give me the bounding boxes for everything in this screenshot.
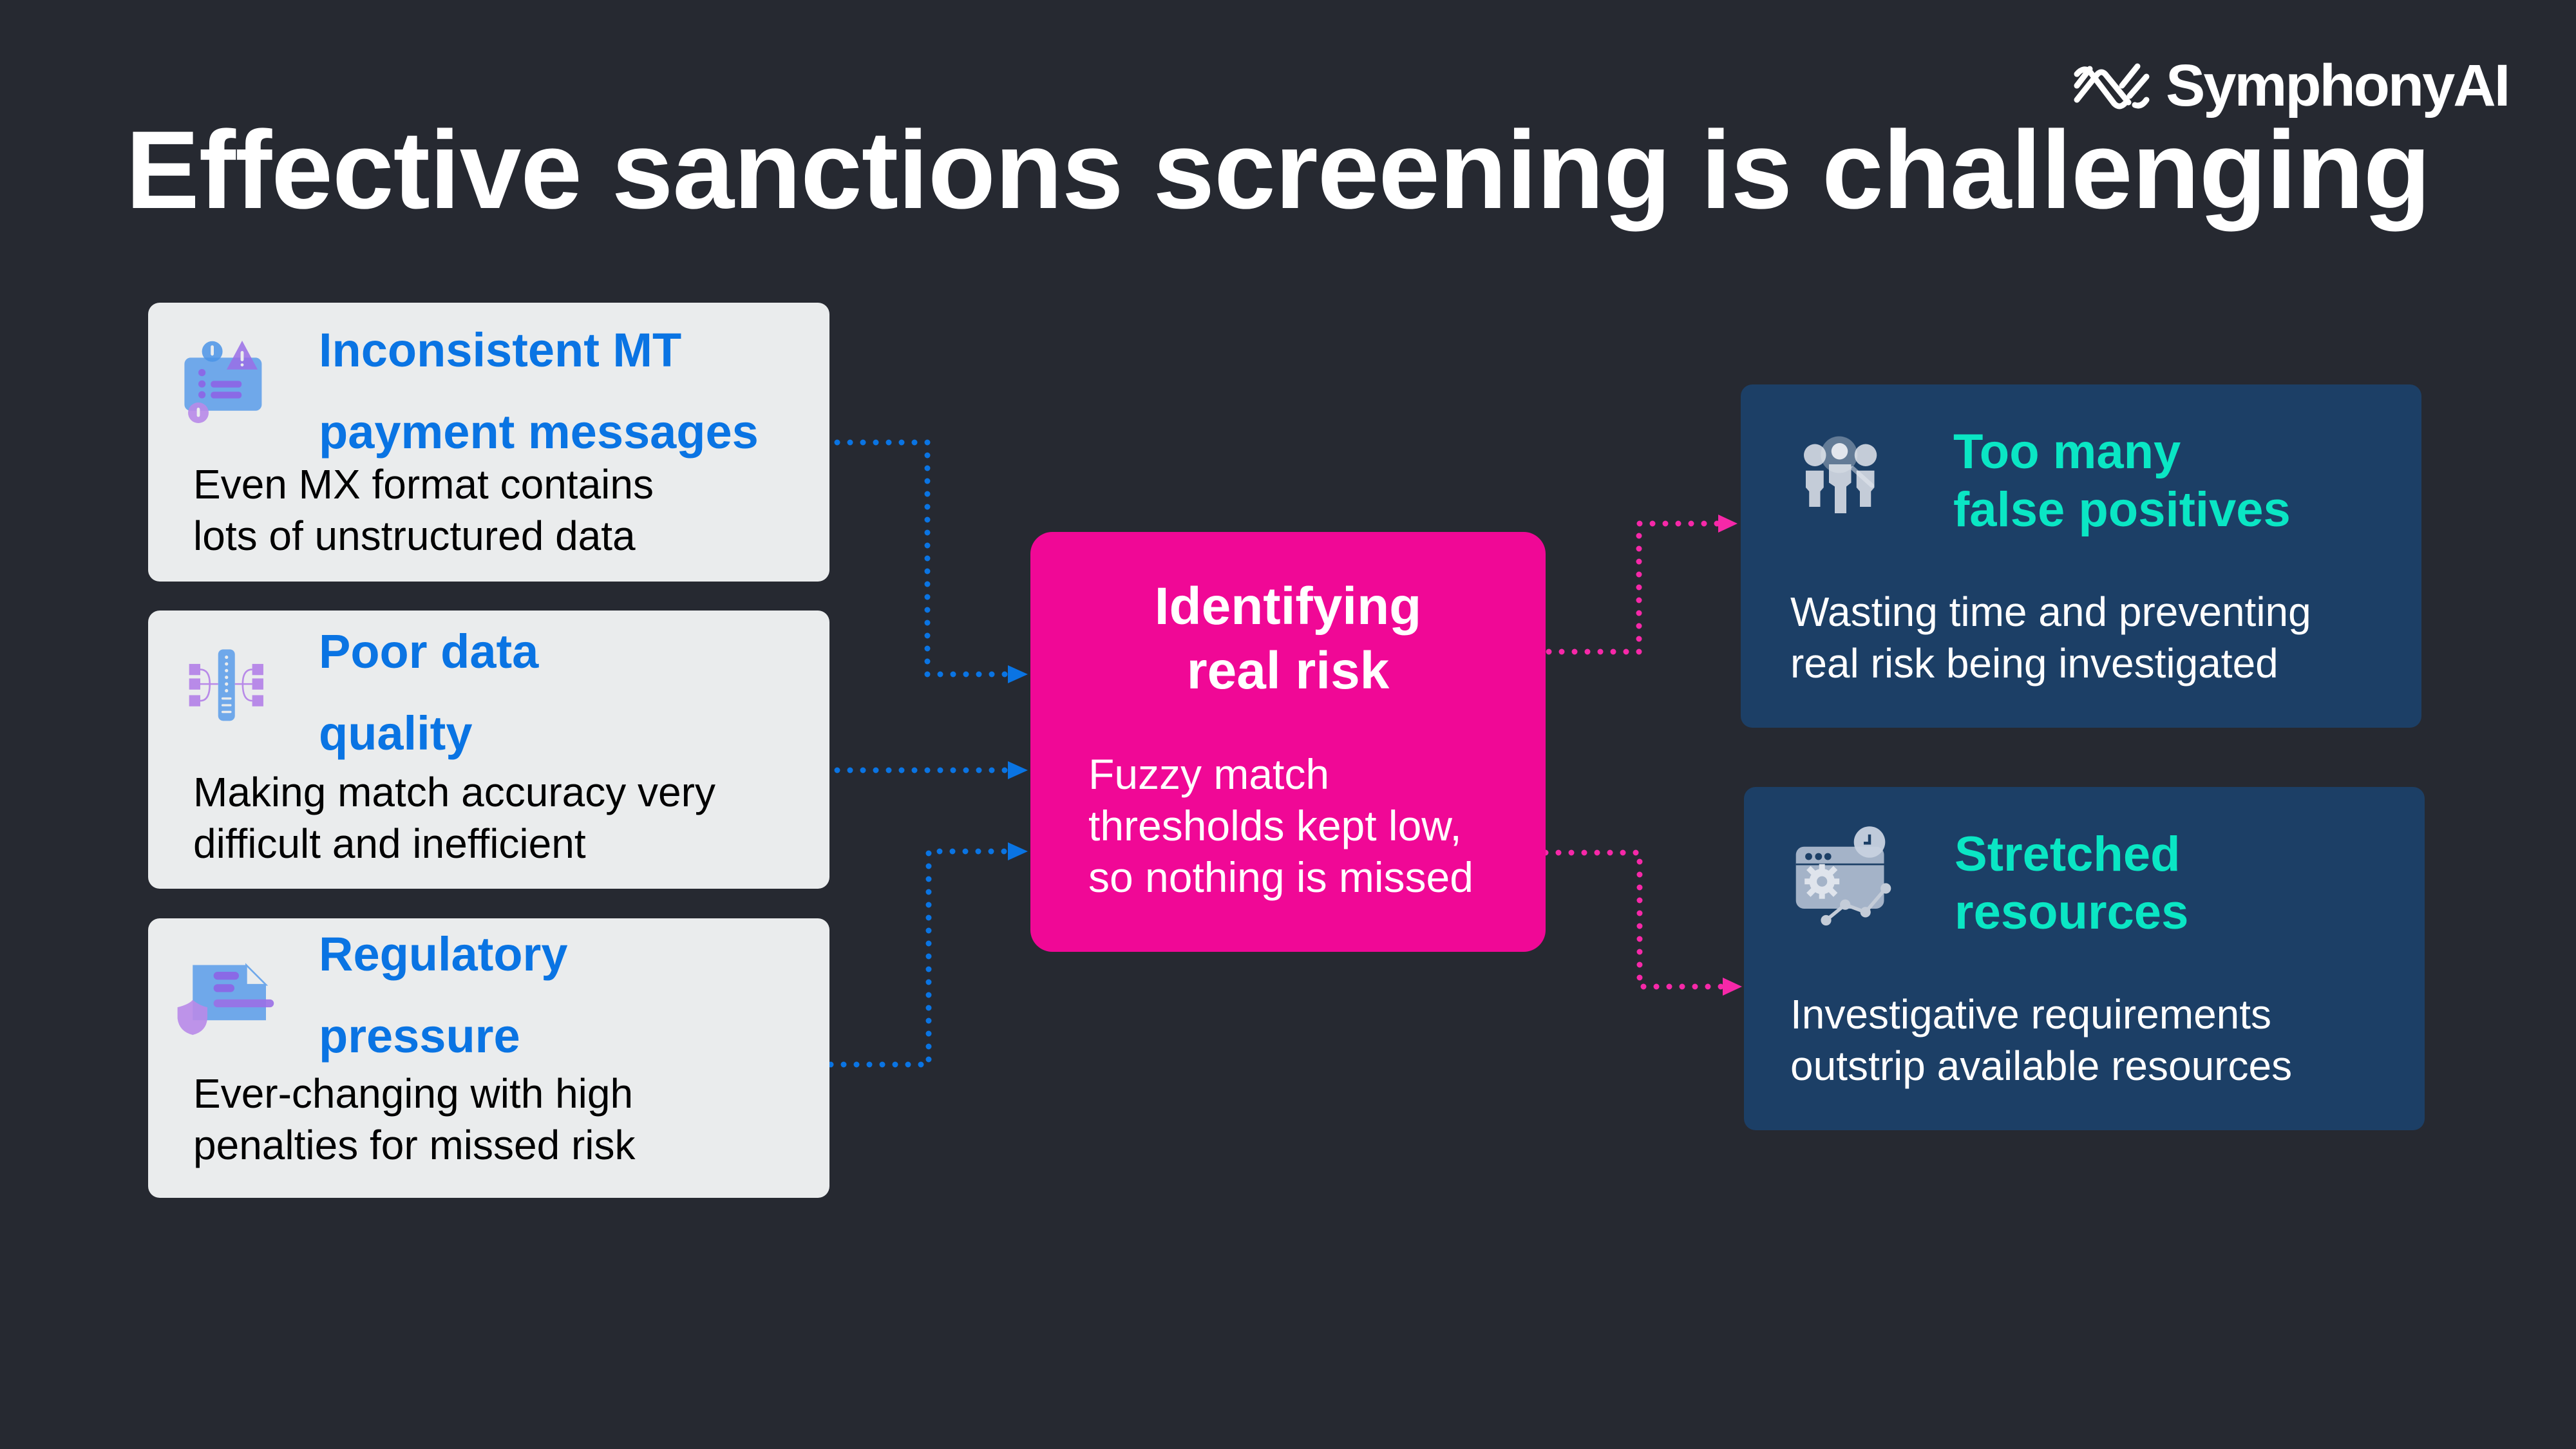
connector-center-to-stretched-resources — [1542, 849, 1726, 990]
challenge-card-inconsistent-messages: Inconsistent MT payment messages Even MX… — [148, 303, 829, 582]
connector-regulatory-to-center — [828, 848, 1014, 1068]
heading-line: real risk — [1186, 641, 1390, 700]
center-heading: Identifying real risk — [1030, 574, 1546, 703]
challenge-card-data-quality: Poor data quality Making match accuracy … — [148, 611, 829, 889]
connector-center-to-false-positives — [1546, 520, 1723, 655]
card-heading: Stretched resources — [1955, 826, 2188, 942]
impact-card-false-positives: Too many false positives Wasting time an… — [1741, 384, 2421, 728]
data-network-icon — [189, 649, 263, 721]
card-heading: Too many false positives — [1953, 423, 2291, 539]
slide-title: Effective sanctions screening is challen… — [126, 108, 2431, 232]
card-heading: Inconsistent MT payment messages — [319, 309, 759, 473]
arrowhead-icon — [1008, 761, 1028, 779]
card-body: Wasting time and preventing real risk be… — [1790, 586, 2311, 689]
body-line: thresholds kept low, — [1088, 802, 1462, 849]
heading-line: Regulatory — [319, 927, 568, 981]
body-line: so nothing is missed — [1088, 853, 1473, 901]
dashboard-gear-clock-icon — [1795, 826, 1891, 926]
heading-line: resources — [1955, 885, 2189, 940]
card-body: Investigative requirements outstrip avai… — [1790, 989, 2292, 1092]
arrowhead-icon — [1008, 842, 1028, 860]
center-box-identifying-real-risk: Identifying real risk Fuzzy match thresh… — [1030, 532, 1546, 952]
body-line: Making match accuracy very — [193, 769, 715, 815]
heading-line: Stretched — [1955, 827, 2181, 882]
body-line: Fuzzy match — [1088, 750, 1330, 798]
connector-inconsistent-to-center — [834, 439, 1014, 677]
brand-wordmark: SymphonyAI — [2166, 53, 2510, 118]
card-body: Even MX format contains lots of unstruct… — [193, 459, 654, 562]
body-line: Wasting time and preventing — [1790, 589, 2311, 635]
heading-line: Identifying — [1154, 577, 1422, 636]
arrowhead-icon — [1723, 978, 1742, 996]
brand-logo: SymphonyAI — [2070, 53, 2510, 118]
heading-line: quality — [319, 706, 473, 760]
heading-line: false positives — [1953, 482, 2291, 537]
symphony-logo-icon — [2074, 63, 2150, 109]
body-line: real risk being investigated — [1790, 640, 2278, 687]
impact-card-stretched-resources: Stretched resources Investigative requir… — [1744, 787, 2425, 1130]
document-shield-icon — [177, 963, 274, 1035]
body-line: outstrip available resources — [1790, 1043, 2293, 1089]
heading-line: payment messages — [319, 405, 759, 459]
body-line: Investigative requirements — [1790, 991, 2272, 1037]
heading-line: Poor data — [319, 625, 539, 678]
card-body: Making match accuracy very difficult and… — [193, 766, 715, 869]
card-heading: Regulatory pressure — [319, 913, 568, 1077]
arrowhead-icon — [1718, 515, 1738, 533]
arrowhead-icon — [1008, 665, 1028, 683]
heading-line: Inconsistent MT — [319, 323, 682, 377]
card-body: Ever-changing with high penalties for mi… — [193, 1068, 635, 1171]
people-search-icon — [1804, 436, 1877, 513]
card-heading: Poor data quality — [319, 611, 538, 774]
body-line: penalties for missed risk — [193, 1122, 636, 1168]
heading-line: pressure — [319, 1009, 520, 1063]
body-line: Even MX format contains — [193, 461, 654, 507]
body-line: lots of unstructured data — [193, 513, 636, 559]
body-line: difficult and inefficient — [193, 820, 586, 867]
body-line: Ever-changing with high — [193, 1070, 634, 1117]
challenge-card-regulatory-pressure: Regulatory pressure Ever-changing with h… — [148, 918, 829, 1198]
payment-message-alert-icon — [184, 341, 262, 423]
center-body: Fuzzy match thresholds kept low, so noth… — [1088, 748, 1473, 903]
heading-line: Too many — [1953, 424, 2181, 479]
